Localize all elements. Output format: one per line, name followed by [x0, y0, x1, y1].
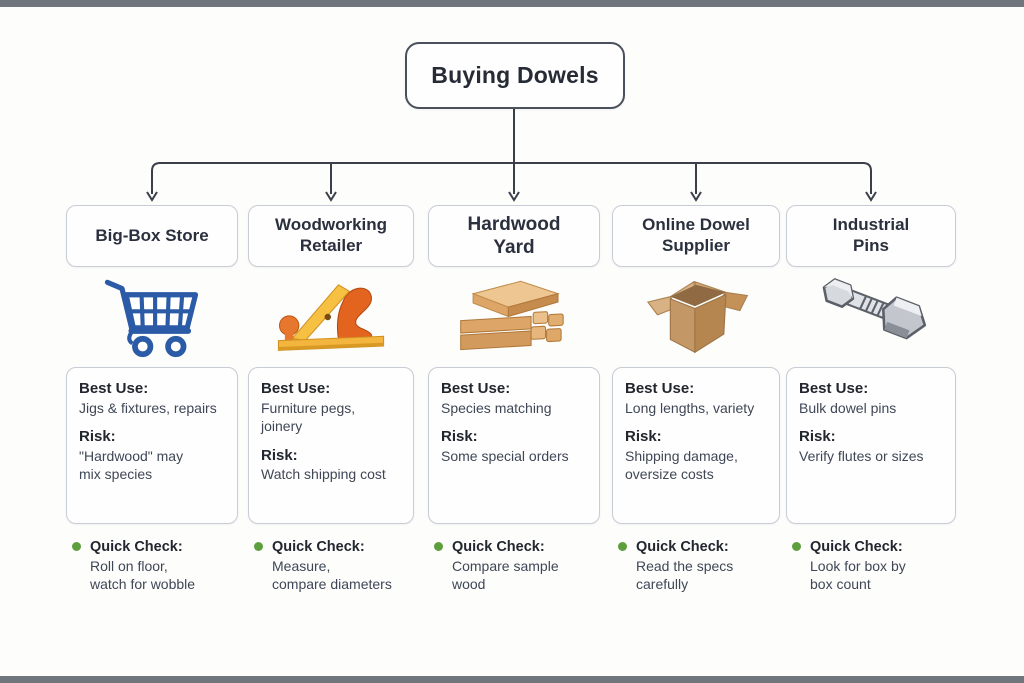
branch-big-box-store: Big-Box Store Best Use: Jigs & fixtures,…: [66, 205, 238, 594]
risk-text: Watch shipping cost: [261, 466, 386, 483]
category-node: Industrial Pins: [786, 205, 956, 267]
detail-card: Best Use: Bulk dowel pins Risk: Verify f…: [786, 367, 956, 524]
quick-check-text: Compare sample wood: [452, 557, 559, 593]
risk-label: Risk:: [441, 428, 478, 446]
category-node: Woodworking Retailer: [248, 205, 414, 267]
best-use-text: Species matching: [441, 399, 552, 416]
quick-check: Quick Check: Compare sample wood: [428, 538, 600, 594]
top-frame-bar: [0, 0, 1024, 7]
quick-check-text: Read the specs carefully: [636, 557, 734, 593]
detail-card: Best Use: Furniture pegs, joinery Risk: …: [248, 367, 414, 524]
best-use-label: Best Use:: [261, 380, 331, 397]
quick-check-label: Quick Check:: [452, 539, 545, 555]
branch-hardwood-yard: Hardwood Yard Best Use: Species matching…: [428, 205, 600, 594]
category-title: Woodworking Retailer: [274, 215, 388, 255]
risk-label: Risk:: [799, 428, 836, 446]
risk-text: "Hardwood" may mix species: [79, 447, 184, 483]
best-use-label: Best Use:: [441, 380, 511, 397]
quick-check-text: Look for box by box count: [810, 557, 906, 593]
category-title: Big-Box Store: [95, 225, 209, 245]
branch-online-dowel-supplier: Online Dowel Supplier Best Use: Long len…: [612, 205, 780, 594]
bottom-frame-bar: [0, 676, 1024, 683]
quick-check: Quick Check: Measure, compare diameters: [248, 538, 414, 594]
quick-check-label: Quick Check:: [636, 539, 729, 555]
category-title: Online Dowel Supplier: [642, 215, 750, 255]
detail-card: Best Use: Species matching Risk: Some sp…: [428, 367, 600, 524]
quick-check-label: Quick Check:: [810, 539, 903, 555]
category-node: Online Dowel Supplier: [612, 205, 780, 267]
risk-label: Risk:: [79, 428, 116, 446]
category-node: Hardwood Yard: [428, 205, 600, 267]
bullet-dot-icon: [792, 542, 801, 551]
risk-label: Risk:: [261, 446, 298, 464]
root-node-buying-dowels: Buying Dowels: [405, 42, 625, 109]
bullet-dot-icon: [434, 542, 443, 551]
risk-text: Verify flutes or sizes: [799, 447, 924, 464]
bullet-dot-icon: [72, 542, 81, 551]
quick-check-text: Roll on floor, watch for wobble: [90, 557, 196, 593]
detail-card: Best Use: Jigs & fixtures, repairs Risk:…: [66, 367, 238, 524]
quick-check: Quick Check: Read the specs carefully: [612, 538, 780, 594]
detail-card: Best Use: Long lengths, variety Risk: Sh…: [612, 367, 780, 524]
category-node: Big-Box Store: [66, 205, 238, 267]
quick-check: Quick Check: Look for box by box count: [786, 538, 956, 594]
risk-label: Risk:: [625, 428, 662, 446]
risk-text: Some special orders: [441, 447, 569, 464]
best-use-label: Best Use:: [625, 380, 695, 397]
best-use-text: Jigs & fixtures, repairs: [79, 399, 217, 416]
quick-check: Quick Check: Roll on floor, watch for wo…: [66, 538, 238, 594]
best-use-text: Furniture pegs, joinery: [261, 399, 356, 435]
branch-industrial-pins: Industrial Pins Best Use: Bulk dowel pi: [786, 205, 956, 594]
quick-check-label: Quick Check:: [90, 539, 183, 555]
shopping-cart-icon: [66, 267, 238, 367]
risk-text: Shipping damage, oversize costs: [625, 447, 738, 483]
best-use-text: Long lengths, variety: [625, 399, 755, 416]
bullet-dot-icon: [618, 542, 627, 551]
quick-check-label: Quick Check:: [272, 539, 365, 555]
best-use-text: Bulk dowel pins: [799, 399, 897, 416]
category-title: Hardwood Yard: [467, 213, 561, 258]
quick-check-text: Measure, compare diameters: [272, 557, 392, 593]
lumber-stack-icon: [428, 267, 600, 367]
best-use-label: Best Use:: [799, 380, 869, 397]
page-title: Buying Dowels: [431, 62, 599, 88]
hand-plane-icon: [248, 267, 414, 367]
category-title: Industrial Pins: [832, 215, 910, 255]
branch-woodworking-retailer: Woodworking Retailer Best Use: Furniture…: [248, 205, 414, 594]
bullet-dot-icon: [254, 542, 263, 551]
best-use-label: Best Use:: [79, 380, 149, 397]
cardboard-box-icon: [612, 267, 780, 367]
dowel-pin-icon: [786, 267, 956, 367]
